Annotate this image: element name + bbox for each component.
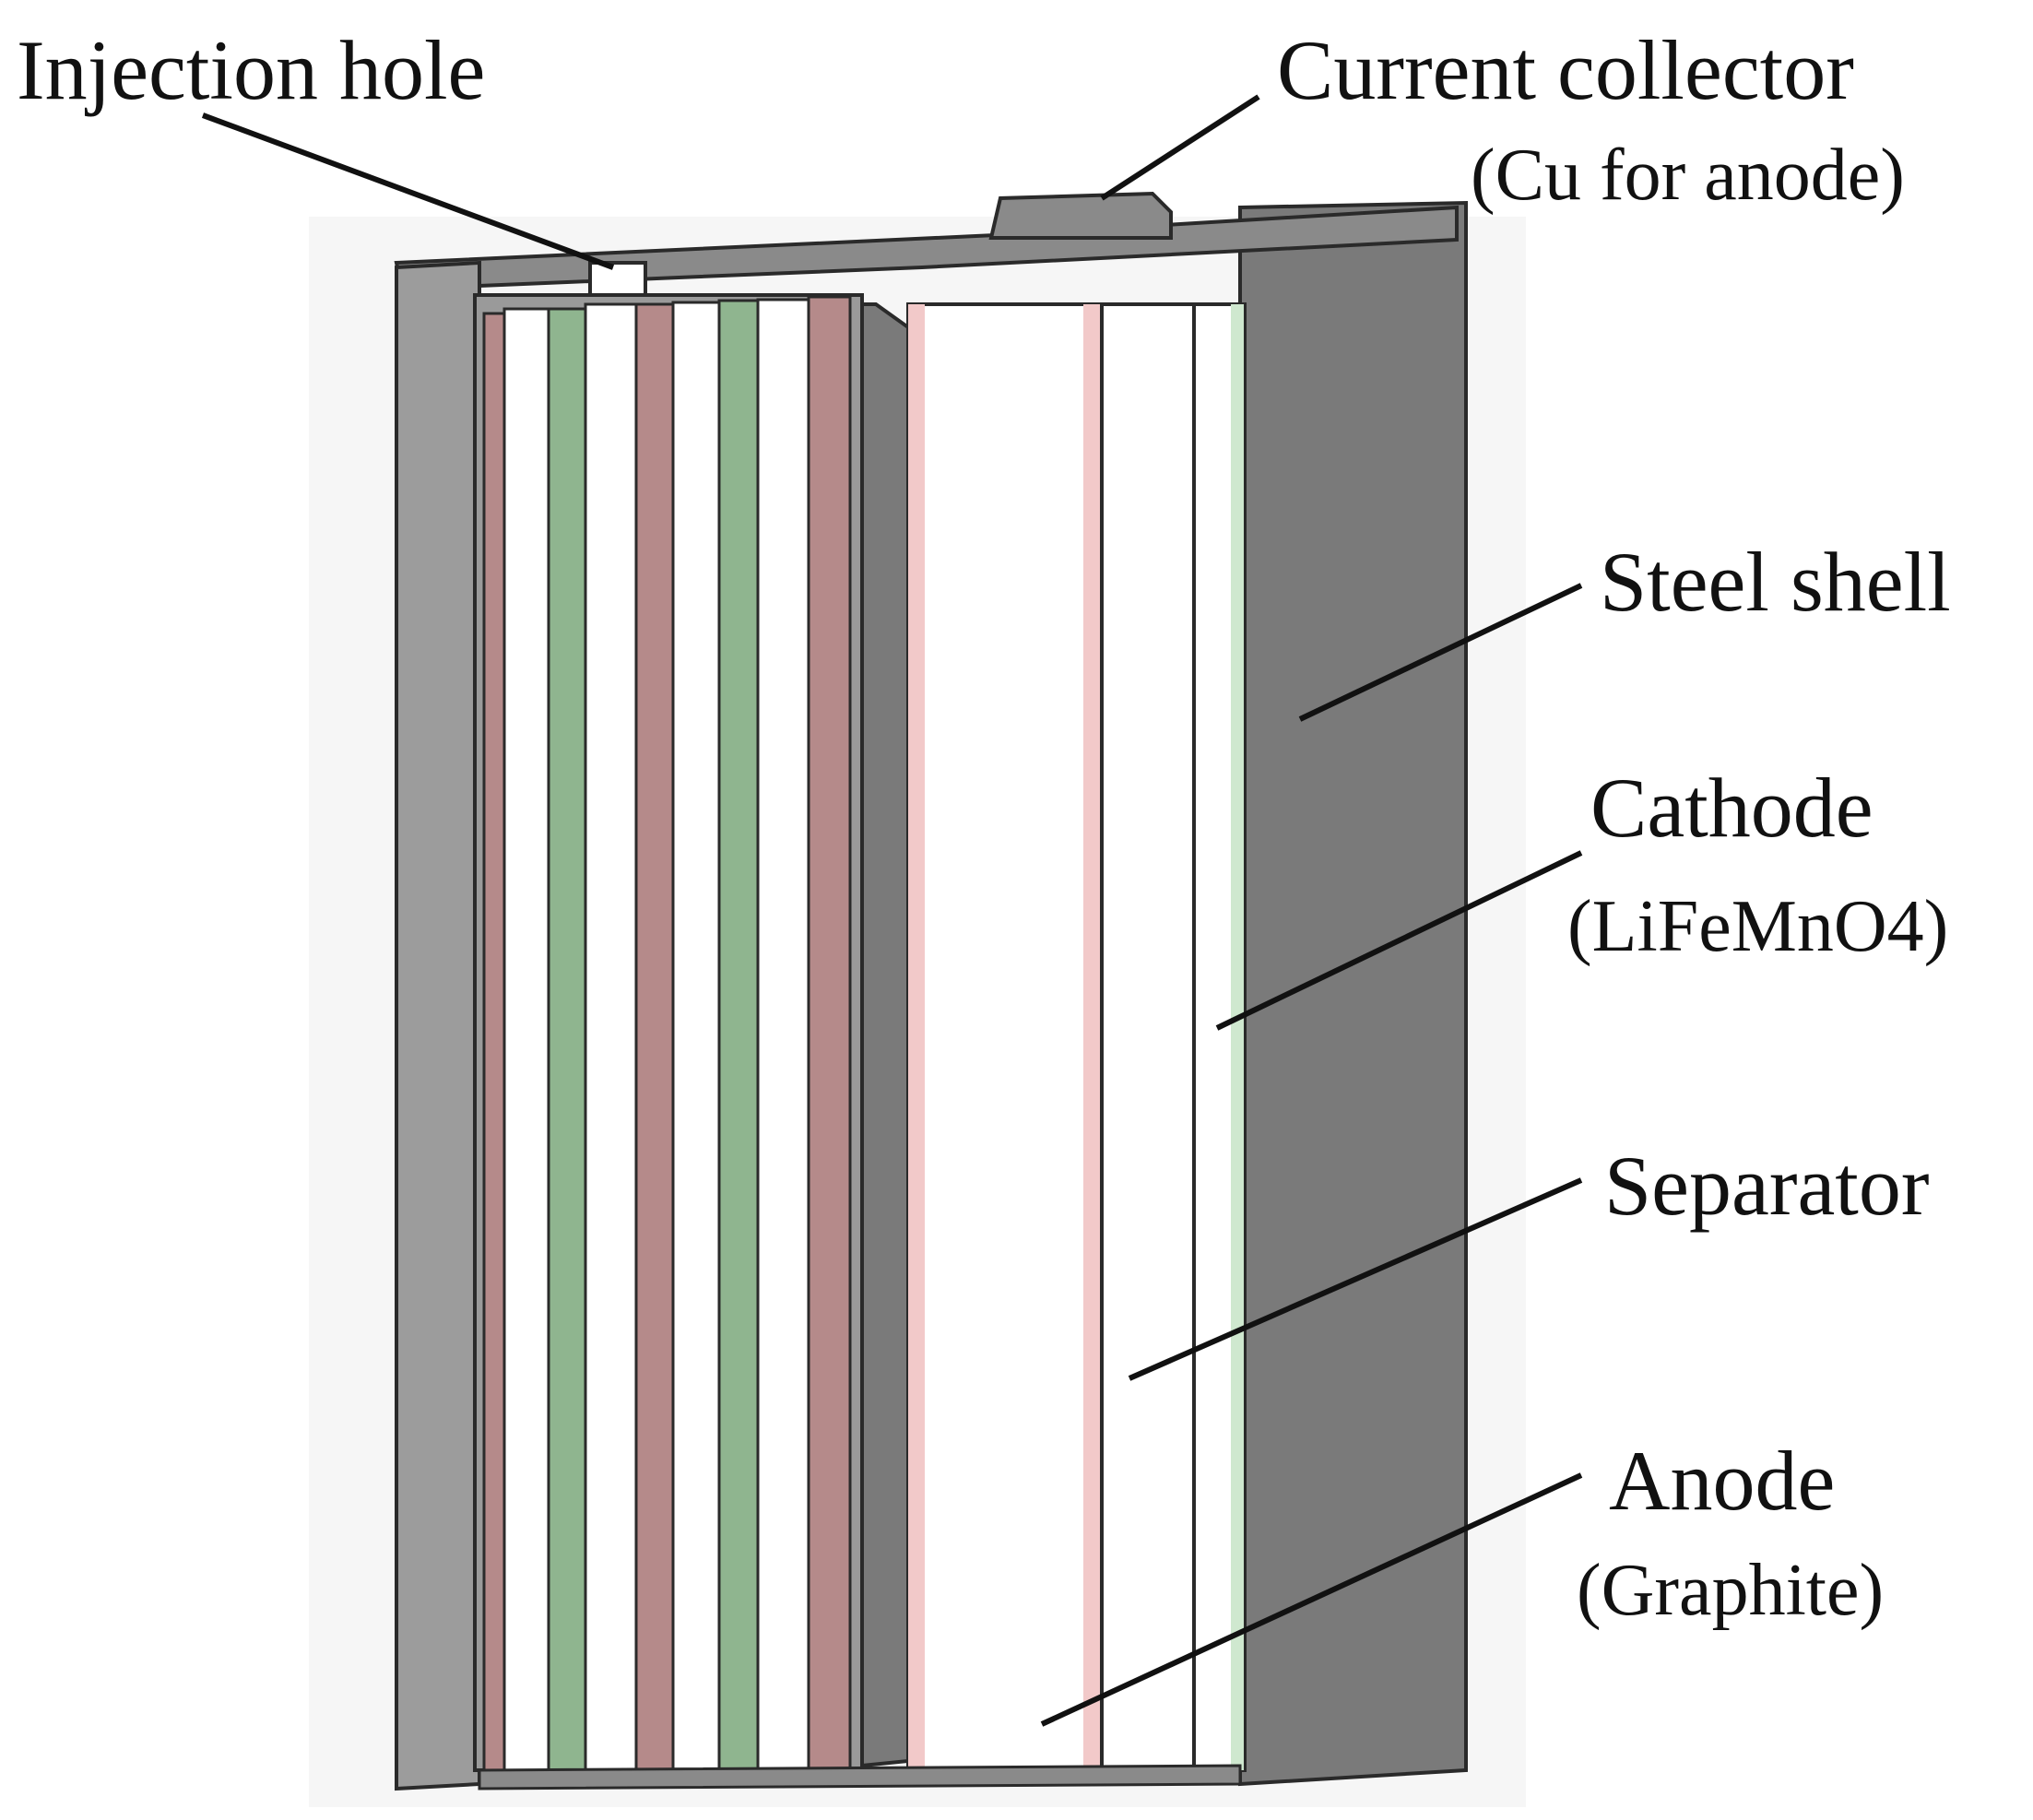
anode-large-left-edge (908, 304, 925, 1770)
injection-hole (588, 261, 647, 297)
anode-layer-3 (807, 295, 852, 1772)
separator-layer-1 (502, 307, 550, 1772)
anode-label: Anode (1609, 1434, 1836, 1528)
steel-shell-left-wall (395, 260, 481, 1791)
steel-shell-label: Steel shell (1600, 535, 1951, 629)
injection-hole-label: Injection hole (17, 23, 486, 117)
anode-large-right-edge (1083, 304, 1100, 1770)
current-collector-tab (988, 191, 1173, 240)
cathode-label: Cathode (1590, 761, 1873, 855)
anode-large (906, 302, 1104, 1772)
leader-anode (1040, 1472, 1583, 1727)
separator-layer-3 (671, 301, 721, 1772)
cathode-layer-1 (547, 307, 587, 1772)
current-collector-sublabel: (Cu for anode) (1471, 135, 1905, 216)
leader-steel-shell (1298, 583, 1583, 722)
leader-injection-hole (201, 112, 615, 270)
leader-cathode (1215, 850, 1583, 1031)
middle-shell-divider (860, 302, 910, 1768)
cathode-large-edge (1231, 304, 1244, 1770)
cathode-layer-2 (717, 299, 760, 1772)
leader-separator (1128, 1177, 1583, 1381)
anode-sublabel: (Graphite) (1577, 1550, 1885, 1631)
leader-current-collector (1100, 94, 1260, 201)
anode-layer-1 (482, 312, 506, 1772)
cathode-sublabel: (LiFeMnO4) (1567, 886, 1949, 967)
separator-large (1100, 302, 1196, 1772)
steel-shell-bottom (478, 1764, 1242, 1790)
separator-layer-2 (584, 302, 638, 1772)
separator-layer-4 (756, 298, 810, 1772)
current-collector-label: Current collector (1277, 23, 1854, 117)
anode-layer-2 (634, 302, 675, 1772)
separator-label: Separator (1604, 1139, 1930, 1233)
